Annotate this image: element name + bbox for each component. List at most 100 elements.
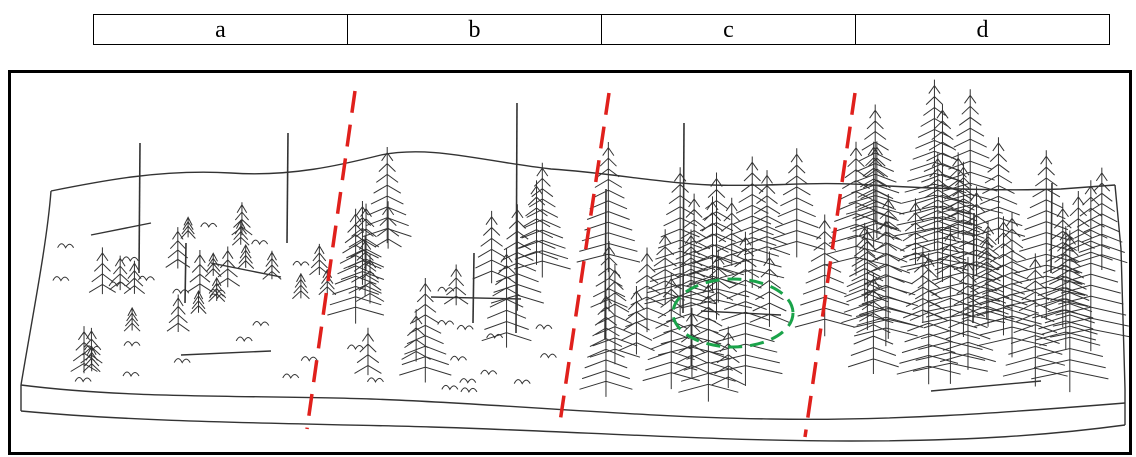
conifer-tree	[443, 264, 469, 306]
conifer-tree	[900, 104, 985, 282]
conifer-tree	[123, 260, 146, 294]
ground-shrub	[282, 373, 300, 379]
conifer-tree	[401, 309, 431, 362]
conifer-tree	[237, 243, 255, 269]
conifer-tree	[711, 326, 746, 389]
ground-shrub	[535, 324, 553, 330]
fallen-log	[180, 350, 272, 356]
conifer-tree	[971, 137, 1026, 245]
conifer-tree	[645, 229, 685, 305]
conifer-tree	[231, 202, 253, 236]
tree-sketches	[70, 79, 1129, 402]
dead-snag	[604, 188, 607, 340]
conifer-tree	[845, 104, 905, 224]
conifer-tree	[673, 307, 711, 378]
conifer-tree	[80, 327, 103, 364]
ground-shrub	[122, 371, 140, 378]
ground-shrub	[235, 336, 253, 343]
conifer-tree	[1032, 202, 1094, 328]
terrain-front-bottom	[20, 410, 1126, 442]
ground-shrub	[251, 239, 269, 246]
ground-shrub	[441, 384, 459, 391]
zone-label-a: a	[94, 15, 348, 44]
conifer-tree	[720, 156, 785, 288]
ground-shrub	[52, 276, 70, 282]
conifer-tree	[513, 162, 571, 278]
conifer-tree	[123, 306, 141, 332]
conifer-tree	[974, 216, 1033, 336]
conifer-tree	[347, 203, 385, 271]
ground-shrub	[137, 275, 155, 282]
dead-snag	[472, 252, 475, 324]
ground-shrub	[450, 355, 467, 362]
conifer-tree	[688, 196, 737, 291]
ground-shrub	[539, 353, 557, 359]
conifer-tree	[399, 278, 452, 383]
conifer-tree	[642, 273, 700, 390]
conifer-tree	[670, 193, 718, 287]
dead-snag	[184, 242, 187, 304]
conifer-tree	[749, 251, 790, 327]
zone-label-d: d	[976, 16, 989, 43]
zone-header-table: a b c d	[93, 14, 1110, 45]
ground-shrub	[437, 320, 455, 326]
ground-shrub	[108, 281, 126, 288]
conifer-tree	[823, 141, 889, 276]
zone-label-c: c	[602, 15, 856, 44]
conifer-tree	[362, 146, 412, 244]
dead-snag	[682, 122, 685, 314]
terrain-front-top	[20, 384, 1126, 421]
ground-shrub	[57, 243, 75, 249]
conifer-tree	[82, 345, 101, 373]
zone-divider-cd	[803, 92, 857, 438]
forest-block-diagram	[8, 70, 1132, 455]
conifer-tree	[166, 294, 190, 332]
zone-divider-ab	[305, 90, 357, 430]
fallen-log	[210, 262, 282, 278]
conifer-tree	[590, 241, 628, 312]
dead-snag	[138, 142, 141, 274]
dead-snag	[286, 132, 289, 244]
conifer-tree	[644, 167, 716, 316]
conifer-tree	[769, 148, 824, 258]
ground-shrub	[480, 369, 498, 376]
conifer-tree	[589, 264, 641, 365]
conifer-tree	[906, 153, 969, 281]
ground-shrub	[209, 293, 227, 300]
conifer-tree	[713, 197, 750, 266]
fallen-log	[930, 380, 1042, 392]
conifer-tree	[1005, 150, 1087, 320]
terrain-right-side	[1114, 184, 1126, 390]
conifer-tree	[354, 327, 382, 376]
dead-snag	[972, 212, 975, 324]
conifer-tree	[180, 216, 196, 239]
conifer-tree	[853, 194, 924, 339]
conifer-tree	[187, 250, 213, 294]
fallen-log	[90, 222, 152, 236]
ground-shrub	[460, 387, 478, 393]
terrain-left-side	[20, 190, 52, 386]
conifer-tree	[88, 247, 116, 295]
conifer-tree	[893, 79, 975, 251]
ground-debris	[52, 222, 1042, 393]
conifer-tree	[743, 170, 791, 261]
ground-shrub	[486, 333, 504, 339]
ground-shrub	[121, 256, 139, 262]
conifer-tree	[708, 231, 783, 387]
conifer-tree	[472, 210, 511, 284]
conifer-tree	[490, 204, 544, 311]
ground-shrub	[172, 288, 190, 295]
ground-shrub	[252, 320, 270, 327]
conifer-tree	[853, 215, 918, 347]
ground-shrub	[208, 289, 226, 295]
dead-snag	[1050, 182, 1053, 274]
fallen-log	[700, 310, 782, 316]
conifer-tree	[1061, 191, 1095, 252]
ground-shrub	[173, 358, 191, 364]
conifer-tree	[921, 161, 1006, 337]
conifer-tree	[208, 276, 226, 302]
conifer-tree	[309, 243, 330, 276]
ground-shrub	[456, 324, 474, 331]
highlight-ellipse	[671, 277, 795, 349]
conifer-tree	[292, 272, 310, 300]
